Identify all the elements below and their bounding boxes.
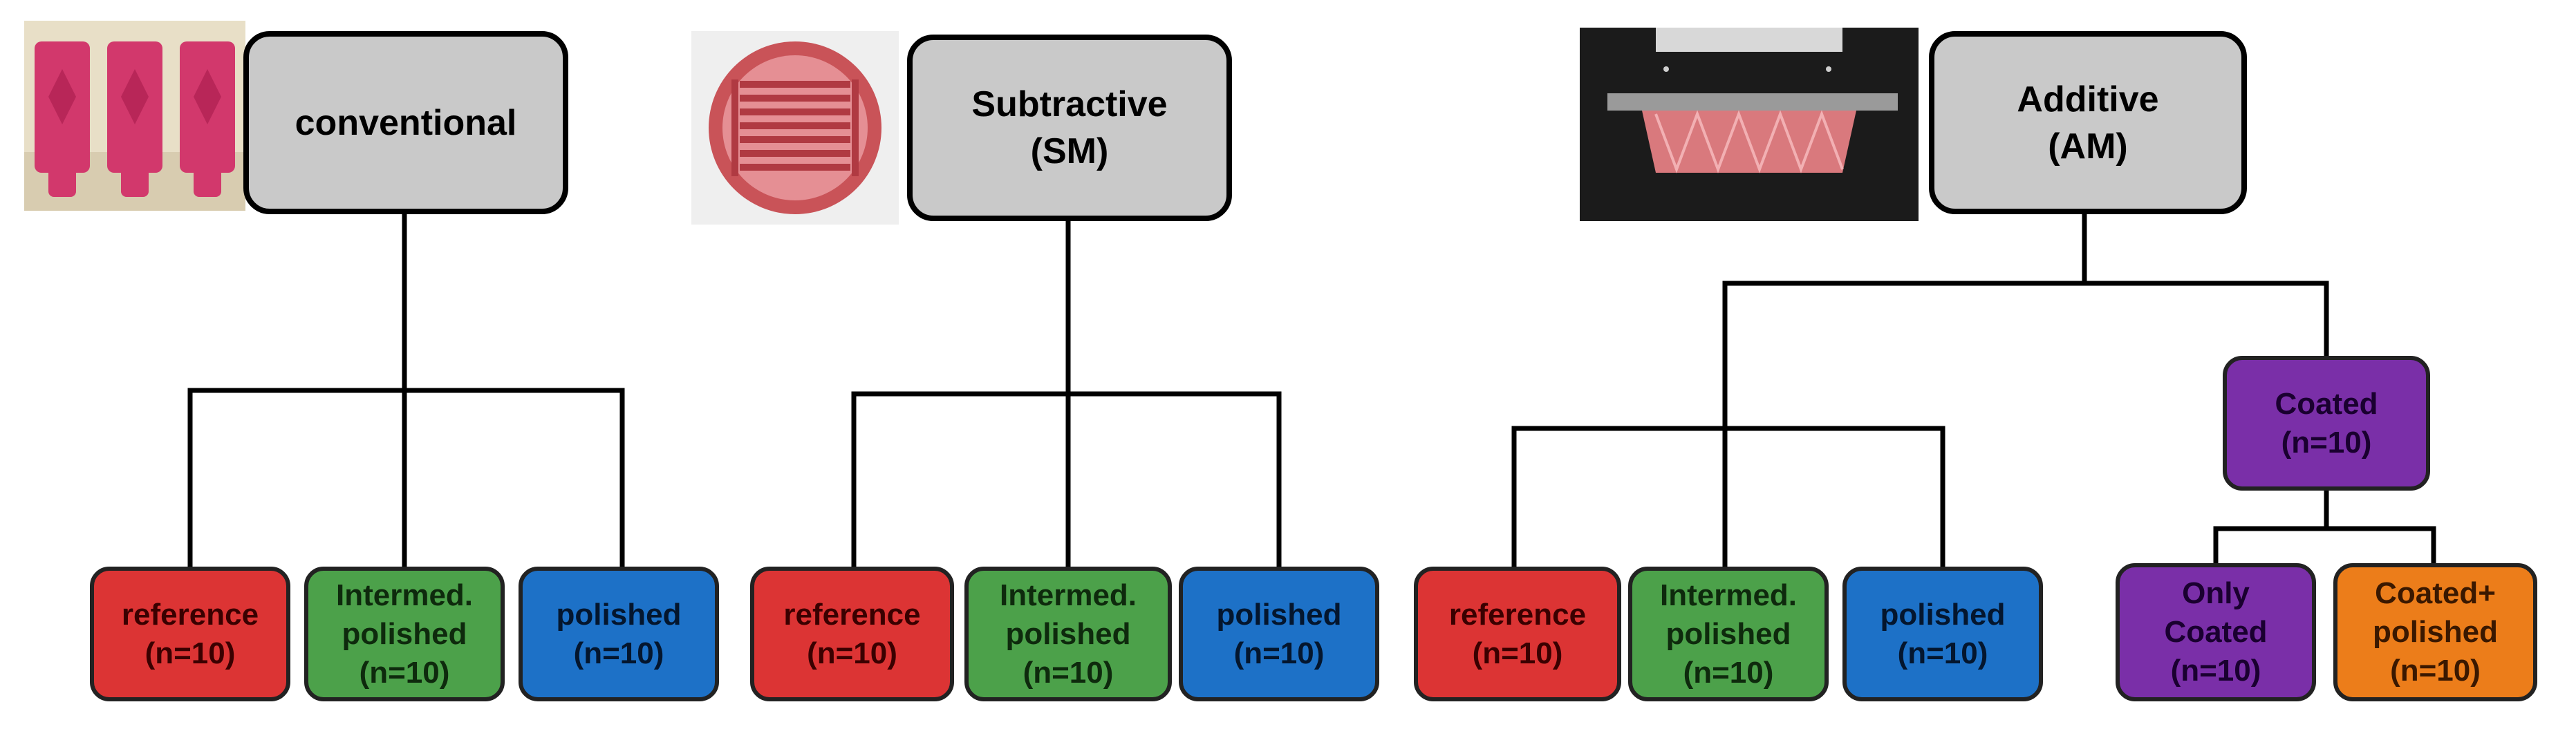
conventional-reference-count: (n=10) — [144, 636, 236, 670]
subtractive-polished-label: polished — [1216, 597, 1342, 632]
additive-subtitle: (AM) — [2048, 126, 2128, 167]
additive-reference-count: (n=10) — [1472, 636, 1563, 670]
subtractive-specimen-photo — [691, 31, 899, 225]
subtractive-reference-box: reference (n=10) — [750, 567, 954, 701]
additive-printer-photo — [1580, 28, 1919, 221]
subtractive-intermediate-label: Intermed. — [999, 578, 1137, 612]
conventional-intermediate-box: Intermed. polished (n=10) — [304, 567, 505, 701]
subtractive-reference-count: (n=10) — [807, 636, 897, 670]
coated-polished-count: (n=10) — [2390, 654, 2481, 688]
conventional-specimen-photo — [24, 21, 245, 211]
subtractive-reference-label: reference — [783, 597, 921, 632]
subtractive-intermediate-count: (n=10) — [1023, 655, 1114, 690]
connector-coated — [2213, 484, 2436, 569]
subtractive-polished-count: (n=10) — [1233, 636, 1325, 670]
coated-polished-box: Coated+ polished (n=10) — [2333, 563, 2537, 701]
conventional-polished-box: polished (n=10) — [519, 567, 719, 701]
only-coated-count: (n=10) — [2170, 654, 2261, 688]
additive-polished-box: polished (n=10) — [1842, 567, 2043, 701]
additive-reference-box: reference (n=10) — [1414, 567, 1621, 701]
only-coated-box: Only Coated (n=10) — [2116, 563, 2316, 701]
additive-intermediate-label: Intermed. — [1659, 578, 1798, 612]
conventional-intermediate-count: (n=10) — [359, 655, 450, 690]
conventional-title: conventional — [295, 102, 517, 143]
connector-conventional — [187, 211, 625, 583]
subtractive-header-box: Subtractive (SM) — [907, 35, 1232, 221]
conventional-header-box: conventional — [243, 31, 568, 214]
additive-header-box: Additive (AM) — [1929, 31, 2247, 214]
additive-title: Additive — [2017, 79, 2159, 120]
additive-intermediate-label-2: polished — [1665, 616, 1791, 651]
conventional-reference-box: reference (n=10) — [90, 567, 290, 701]
coated-label: Coated — [2275, 386, 2378, 421]
coated-polished-label: Coated+ — [2375, 576, 2496, 610]
only-coated-label-2: Coated — [2164, 615, 2268, 649]
connector-subtractive — [851, 218, 1282, 583]
additive-intermediate-box: Intermed. polished (n=10) — [1628, 567, 1829, 701]
connector-additive — [1722, 211, 2329, 431]
additive-polished-label: polished — [1880, 597, 2006, 632]
additive-polished-count: (n=10) — [1897, 636, 1988, 670]
conventional-polished-count: (n=10) — [573, 636, 664, 670]
coated-box: Coated (n=10) — [2223, 356, 2430, 491]
conventional-intermediate-label-2: polished — [342, 616, 467, 651]
conventional-intermediate-label: Intermed. — [335, 578, 474, 612]
subtractive-intermediate-box: Intermed. polished (n=10) — [964, 567, 1172, 701]
coated-polished-label-2: polished — [2373, 615, 2498, 649]
additive-reference-label: reference — [1448, 597, 1587, 632]
conventional-polished-label: polished — [556, 597, 682, 632]
subtractive-polished-box: polished (n=10) — [1179, 567, 1379, 701]
coated-count: (n=10) — [2281, 425, 2372, 460]
additive-intermediate-count: (n=10) — [1683, 655, 1774, 690]
subtractive-title: Subtractive — [971, 84, 1168, 124]
only-coated-label: Only — [2182, 576, 2250, 610]
connector-additive-uncoated — [1511, 426, 1945, 583]
subtractive-subtitle: (SM) — [1030, 131, 1109, 171]
subtractive-intermediate-label-2: polished — [1005, 616, 1131, 651]
conventional-reference-label: reference — [121, 597, 259, 632]
